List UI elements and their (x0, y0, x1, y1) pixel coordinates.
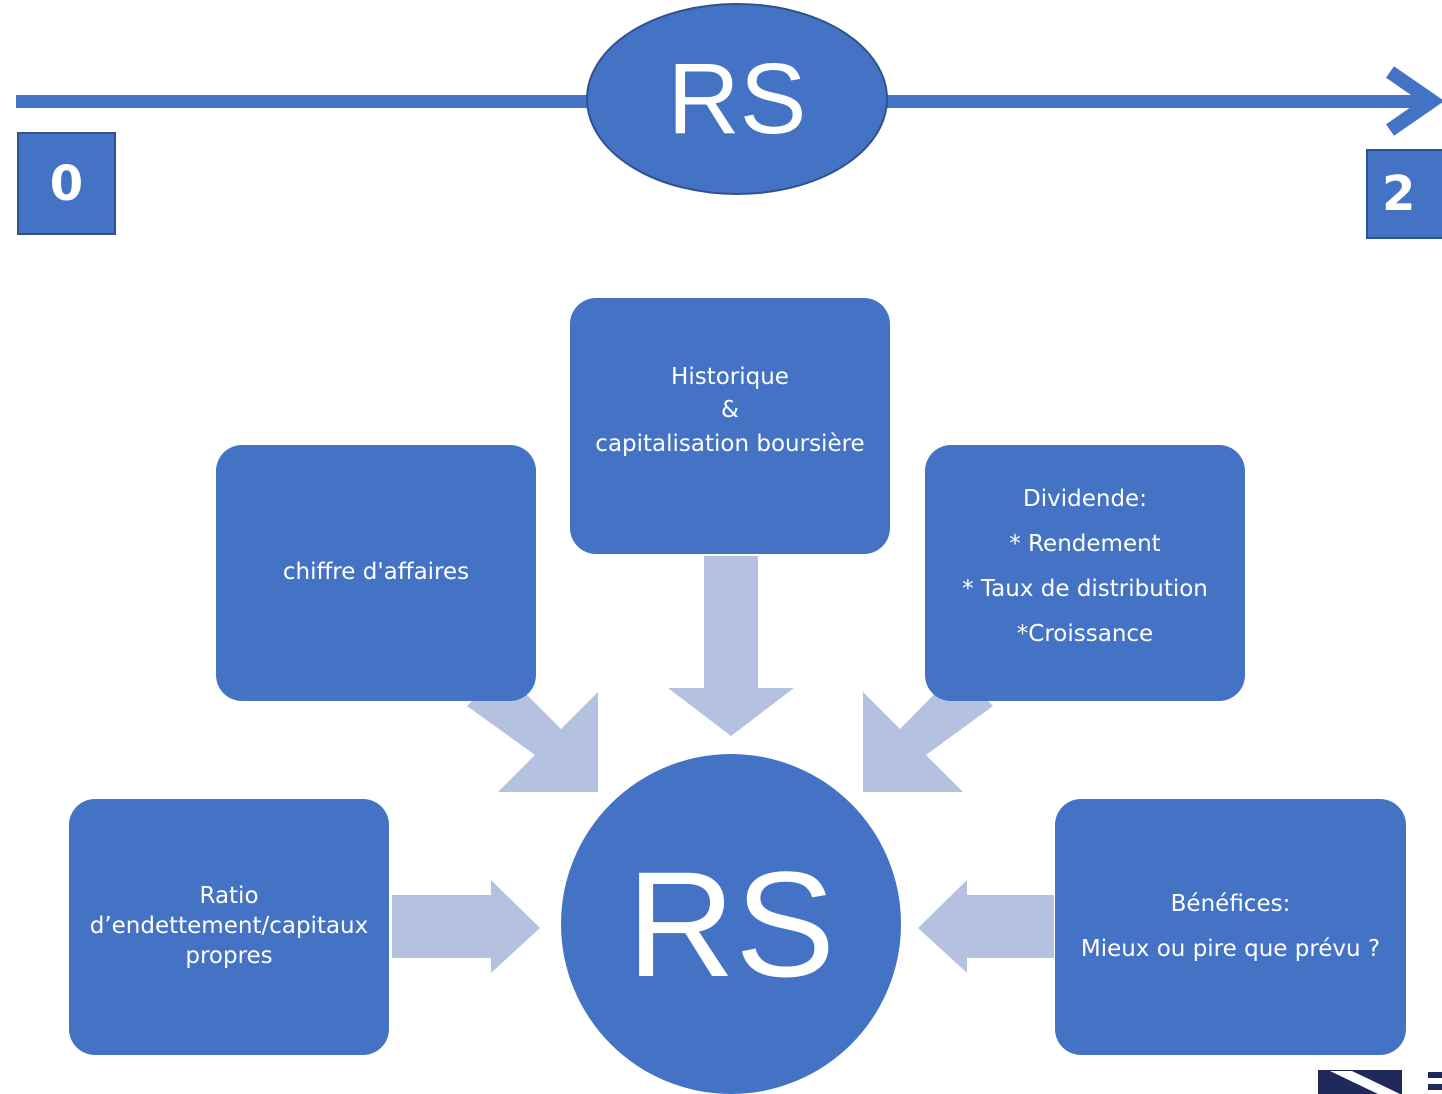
logo-icon (1318, 1070, 1442, 1094)
box-chiffre-affaires: chiffre d'affaires (216, 445, 536, 701)
arrow-from-historique (668, 556, 794, 736)
timeline-ellipse (586, 3, 888, 195)
historique-line-2: & (721, 397, 739, 424)
box-benefices: Bénéfices: Mieux ou pire que prévu ? (1055, 799, 1406, 1055)
historique-line-3: capitalisation boursière (595, 430, 865, 457)
timeline-start-label: 0 (17, 132, 116, 235)
historique-line-1: Historique (671, 363, 789, 390)
dividende-line-2: * Rendement (1009, 531, 1161, 558)
center-circle (561, 754, 901, 1094)
center-label: RS (626, 839, 836, 1008)
benefices-line-2: Mieux ou pire que prévu ? (1080, 936, 1381, 962)
chiffre-line-1: chiffre d'affaires (282, 559, 470, 586)
dividende-line-3: * Taux de distribution (962, 576, 1208, 602)
dividende-line-1: Dividende: (1023, 486, 1147, 513)
ratio-line-1: Ratio (199, 883, 259, 910)
benefices-line-1: Bénéfices: (1170, 891, 1291, 918)
ratio-line-3: propres (185, 942, 273, 969)
timeline-end-label: 2 (1366, 149, 1442, 239)
timeline-center-label: RS (667, 42, 807, 155)
box-ratio: Ratio d’endettement/capitaux propres (69, 799, 389, 1055)
box-historique: Historique & capitalisation boursière (570, 298, 890, 554)
arrow-from-benefices (918, 880, 1054, 973)
timeline-arrowhead (1386, 66, 1442, 136)
box-dividende: Dividende: * Rendement * Taux de distrib… (925, 445, 1245, 701)
arrow-from-ratio (392, 880, 540, 973)
ratio-line-2: d’endettement/capitaux (89, 913, 369, 940)
dividende-line-4: *Croissance (1016, 620, 1154, 647)
